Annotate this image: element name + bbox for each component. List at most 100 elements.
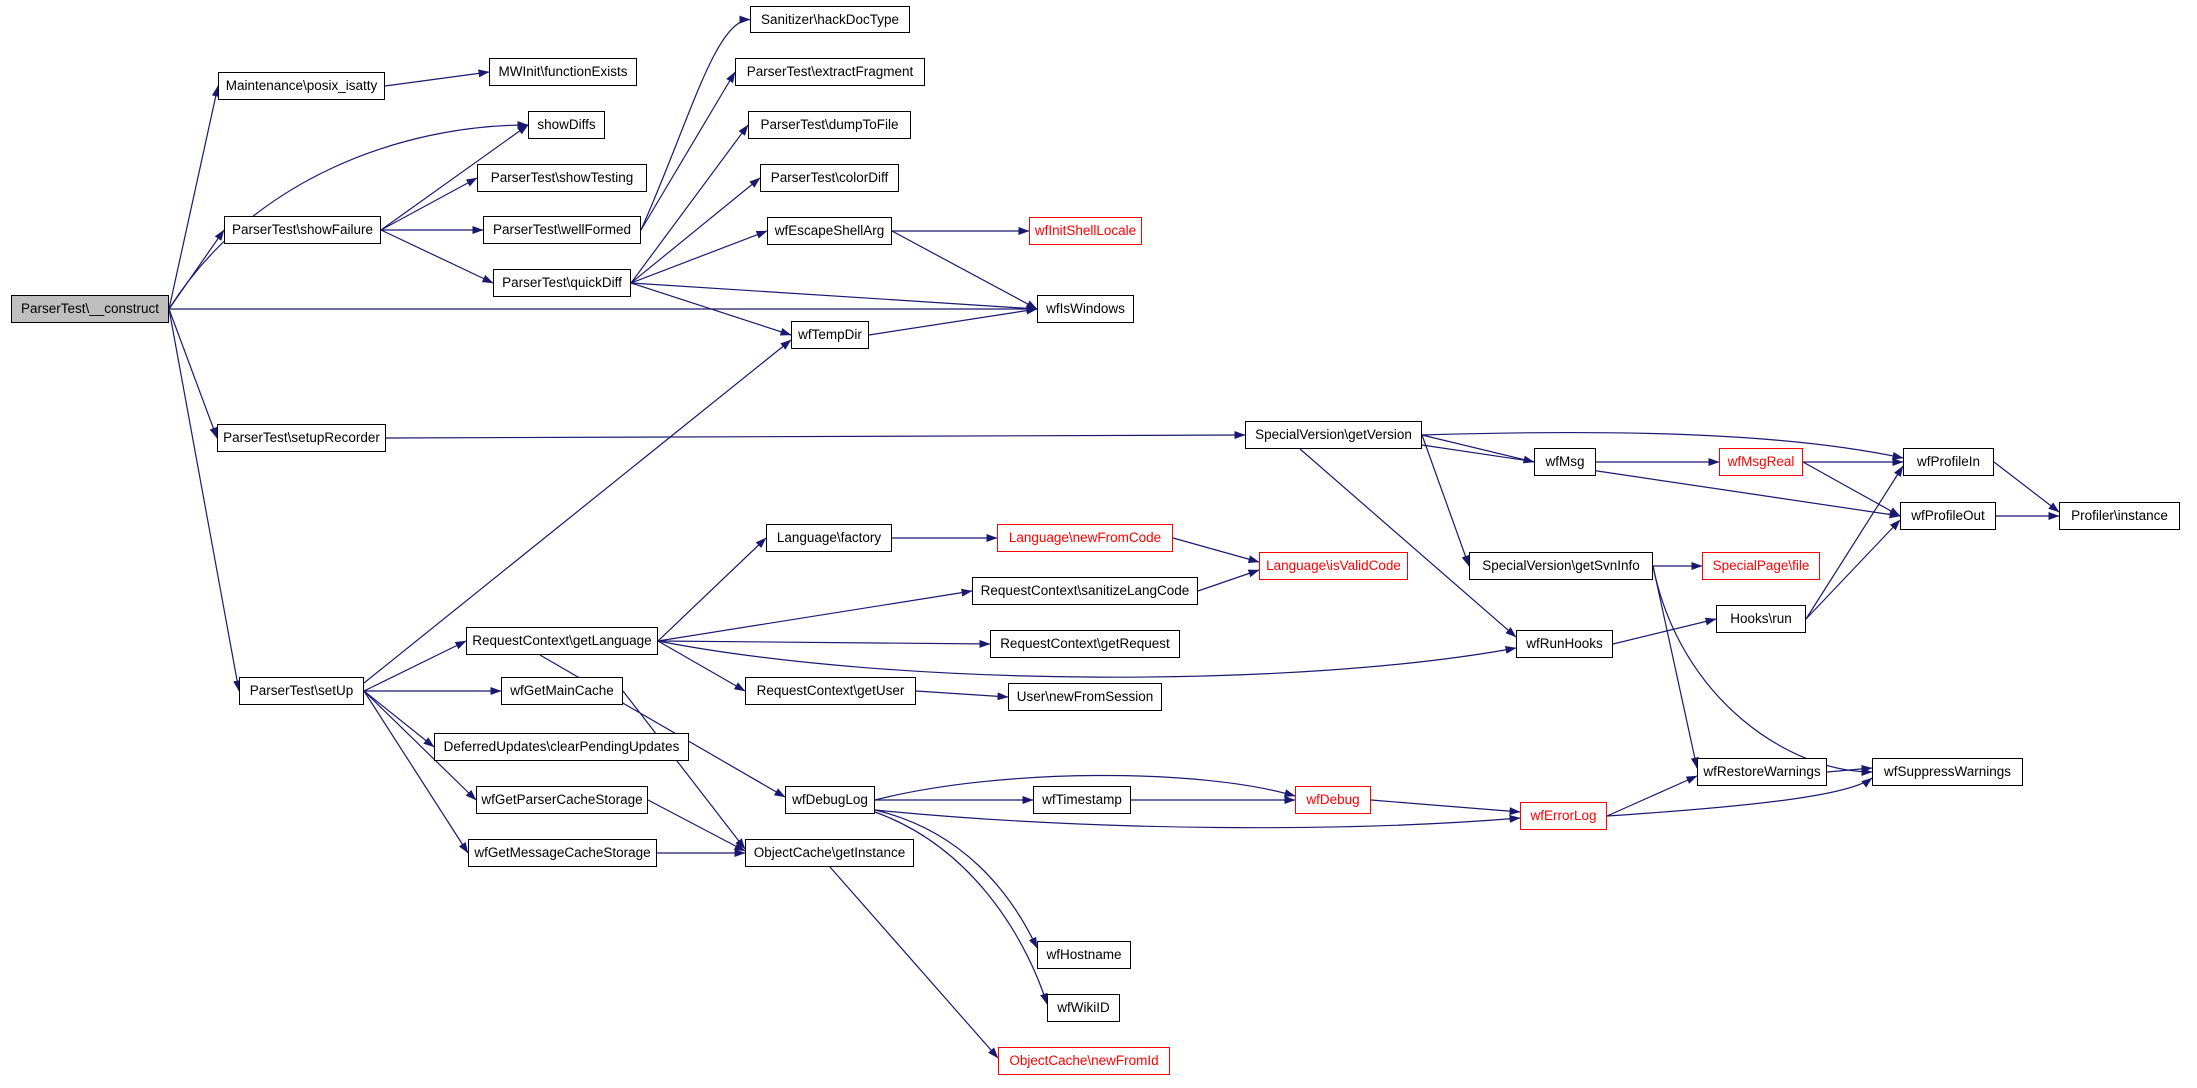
- node-wfEscapeShellArg[interactable]: wfEscapeShellArg: [767, 217, 892, 245]
- node-getSvnInfo[interactable]: SpecialVersion\getSvnInfo: [1469, 552, 1653, 580]
- node-specialpage_file[interactable]: SpecialPage\file: [1702, 552, 1820, 580]
- node-wfIsWindows[interactable]: wfIsWindows: [1037, 295, 1134, 323]
- node-factory[interactable]: Language\factory: [766, 524, 892, 552]
- node-dumpToFile[interactable]: ParserTest\dumpToFile: [748, 111, 911, 139]
- node-getLanguage[interactable]: RequestContext\getLanguage: [466, 627, 658, 655]
- node-wfGetParserCacheStorage[interactable]: wfGetParserCacheStorage: [476, 786, 648, 814]
- edge-sanitizeLangCode--isValidCode: [1197, 569, 1260, 592]
- edge-wfErrorLog--wfRestoreWarnings: [1606, 775, 1698, 817]
- node-extractFragment[interactable]: ParserTest\extractFragment: [735, 58, 925, 86]
- edge-setUp--getLanguage: [363, 640, 467, 692]
- edge-showFailure--showTesting: [380, 177, 478, 231]
- node-wfHostname[interactable]: wfHostname: [1037, 941, 1131, 969]
- node-newFromCode[interactable]: Language\newFromCode: [997, 524, 1173, 552]
- node-profiler_instance[interactable]: Profiler\instance: [2059, 502, 2180, 530]
- node-showFailure[interactable]: ParserTest\showFailure: [224, 216, 381, 244]
- edge-quickDiff--colorDiff: [630, 177, 761, 284]
- edge-getLanguage--factory: [657, 537, 767, 642]
- node-wfDebugLog[interactable]: wfDebugLog: [785, 786, 875, 814]
- node-clearPendingUpdates[interactable]: DeferredUpdates\clearPendingUpdates: [434, 733, 689, 761]
- node-setupRecorder[interactable]: ParserTest\setupRecorder: [217, 424, 386, 452]
- edge-showFailure--showDiffs: [380, 124, 529, 231]
- node-getRequest[interactable]: RequestContext\getRequest: [990, 630, 1180, 658]
- node-colorDiff[interactable]: ParserTest\colorDiff: [760, 164, 899, 192]
- node-wellFormed[interactable]: ParserTest\wellFormed: [483, 216, 641, 244]
- edge-wfDebugLog--wfHostname: [874, 809, 1038, 949]
- edge-getLanguage--sanitizeLangCode: [657, 588, 973, 642]
- edge-construct--setupRecorder: [168, 308, 218, 439]
- node-sanitizeLangCode[interactable]: RequestContext\sanitizeLangCode: [972, 577, 1198, 605]
- edge-setupRecorder--getVersion: [385, 431, 1246, 440]
- edge-getLanguage--getUser: [657, 640, 746, 692]
- node-wfSuppressWarnings[interactable]: wfSuppressWarnings: [1872, 758, 2023, 786]
- edge-hooks_run--wfProfileIn: [1805, 465, 1904, 620]
- edge-construct--showFailure: [168, 229, 225, 310]
- edge-getSvnInfo--wfRestoreWarnings: [1652, 565, 1699, 769]
- node-wfProfileIn[interactable]: wfProfileIn: [1903, 448, 1994, 476]
- node-wfRestoreWarnings[interactable]: wfRestoreWarnings: [1697, 758, 1827, 786]
- edge-wfGetMainCache--getInstance: [622, 690, 746, 850]
- edge-getVersion--getSvnInfo: [1421, 434, 1470, 567]
- edge-getVersion--wfMsg: [1421, 434, 1535, 464]
- node-wfErrorLog[interactable]: wfErrorLog: [1520, 802, 1607, 830]
- edge-hooks_run--wfProfileOut: [1805, 519, 1901, 620]
- edge-wfErrorLog--wfSuppressWarnings: [1606, 777, 1873, 817]
- node-wfWikiID[interactable]: wfWikiID: [1047, 994, 1120, 1022]
- edge-wellFormed--extractFragment: [640, 71, 736, 231]
- edge-showFailure--quickDiff: [380, 229, 494, 284]
- edge-wfDebugLog--wfErrorLog: [874, 809, 1521, 829]
- edge-wfMsgReal--wfProfileOut: [1802, 461, 1901, 517]
- edge-wfRestoreWarnings--wfSuppressWarnings: [1826, 764, 1873, 773]
- edge-getLanguage--wfRunHooks: [657, 640, 1517, 678]
- node-wfProfileOut[interactable]: wfProfileOut: [1900, 502, 1996, 530]
- edge-getUser--newFromSession: [915, 690, 1009, 701]
- edge-wfProfileIn--profiler_instance: [1993, 461, 2060, 513]
- edge-construct--showDiffs: [168, 121, 529, 310]
- node-getInstance[interactable]: ObjectCache\getInstance: [745, 839, 914, 867]
- node-wfInitShellLocale[interactable]: wfInitShellLocale: [1029, 217, 1142, 245]
- node-newFromId[interactable]: ObjectCache\newFromId: [998, 1047, 1170, 1075]
- node-posix_isatty[interactable]: Maintenance\posix_isatty: [218, 72, 385, 100]
- edge-quickDiff--wfTempDir: [630, 282, 792, 336]
- node-wfTempDir[interactable]: wfTempDir: [791, 321, 869, 349]
- node-getVersion[interactable]: SpecialVersion\getVersion: [1245, 421, 1422, 449]
- node-newFromSession[interactable]: User\newFromSession: [1008, 683, 1162, 711]
- node-wfMsg[interactable]: wfMsg: [1534, 448, 1596, 476]
- node-getUser[interactable]: RequestContext\getUser: [745, 677, 916, 705]
- edge-wfDebugLog--wfDebug: [874, 774, 1296, 801]
- node-showTesting[interactable]: ParserTest\showTesting: [477, 164, 647, 192]
- edge-getInstance--newFromId: [829, 866, 999, 1059]
- edge-setUp--wfGetParserCacheStorage: [363, 690, 477, 801]
- node-wfTimestamp[interactable]: wfTimestamp: [1033, 786, 1131, 814]
- node-wfGetMessageCacheStorage[interactable]: wfGetMessageCacheStorage: [468, 839, 657, 867]
- node-wfDebug[interactable]: wfDebug: [1295, 786, 1371, 814]
- edge-setUp--clearPendingUpdates: [363, 690, 435, 748]
- edge-posix_isatty--functionExists: [384, 69, 490, 87]
- edge-quickDiff--wfEscapeShellArg: [630, 230, 768, 284]
- node-quickDiff[interactable]: ParserTest\quickDiff: [493, 269, 631, 297]
- node-wfMsgReal[interactable]: wfMsgReal: [1719, 448, 1803, 476]
- node-setUp[interactable]: ParserTest\setUp: [239, 677, 364, 705]
- edge-setUp--wfTempDir: [363, 339, 792, 684]
- node-wfGetMainCache[interactable]: wfGetMainCache: [501, 677, 623, 705]
- edge-wfDebug--wfErrorLog: [1370, 799, 1521, 816]
- edge-wfRunHooks--hooks_run: [1612, 617, 1717, 645]
- edge-getLanguage--getRequest: [657, 639, 991, 648]
- edge-setUp--wfGetMessageCacheStorage: [363, 690, 469, 854]
- edge-getVersion--wfProfileOut: [1421, 444, 1901, 519]
- node-hackDocType[interactable]: Sanitizer\hackDocType: [750, 6, 910, 33]
- edge-quickDiff--dumpToFile: [630, 124, 749, 284]
- edge-getVersion--wfProfileIn: [1421, 431, 1904, 460]
- node-construct[interactable]: ParserTest\__construct: [11, 295, 169, 323]
- node-showDiffs[interactable]: showDiffs: [528, 111, 605, 139]
- node-isValidCode[interactable]: Language\isValidCode: [1259, 552, 1408, 580]
- node-hooks_run[interactable]: Hooks\run: [1716, 605, 1806, 633]
- edge-getSvnInfo--wfSuppressWarnings: [1652, 565, 1873, 776]
- edge-wfTempDir--wfIsWindows: [868, 306, 1038, 336]
- node-wfRunHooks[interactable]: wfRunHooks: [1516, 630, 1613, 658]
- edge-quickDiff--wfIsWindows: [630, 282, 1038, 313]
- edge-construct--setUp: [168, 308, 242, 692]
- node-functionExists[interactable]: MWInit\functionExists: [489, 58, 637, 86]
